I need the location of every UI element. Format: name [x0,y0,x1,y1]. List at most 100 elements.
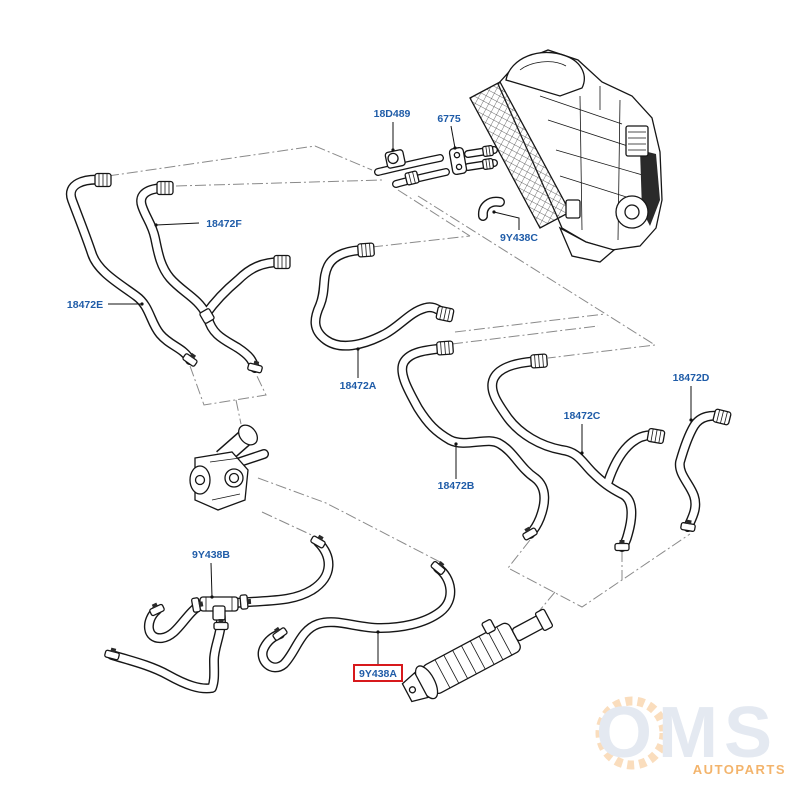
callout-18472a[interactable]: 18472A [340,380,377,392]
clamp-band [239,594,249,610]
hose-clamp [213,619,229,631]
fitting-ribs [98,173,108,187]
fitting-ribs [160,181,170,195]
dashdot-line [454,313,606,333]
hose-clamp [310,534,326,549]
tube-end-fitting [481,157,495,171]
leader-dot [454,442,458,446]
hose-outline [71,180,190,360]
hose-18472a [315,250,446,346]
clamp-band [430,560,446,576]
clamp-tab [524,526,531,533]
thermostat-outlet-bore [228,472,240,484]
dashdot-line [261,511,319,539]
hose-clamp [522,526,538,541]
watermark-brand: OMS [596,693,778,773]
callout-6775[interactable]: 6775 [437,113,461,125]
callout-18472e[interactable]: 18472E [67,299,103,311]
hose-clamps [104,352,696,661]
heater-valve-assembly [378,144,495,185]
hose-clamp [149,602,165,617]
watermark-tagline: AUTOPARTS [693,762,786,777]
hose-fill [483,202,500,216]
thermostat-housing [189,424,264,511]
cooler-component [401,608,554,703]
tee-fitting [199,596,239,621]
hose-18472d [680,416,724,527]
leader-line [493,211,520,230]
leader-dot [376,630,380,634]
gear-icon [595,696,669,770]
leader-dot [140,302,144,306]
hose-clamp [182,352,198,367]
hose-9y438c [483,202,500,216]
callout-9y438c[interactable]: 9Y438C [500,232,538,244]
callout-labels: 18D489 6775 9Y438C 18472F 18472E 18472A … [67,108,710,682]
hose-clamp [191,597,204,613]
fitting-sleeve [481,157,495,171]
leader-line [155,222,200,226]
dashdot-line [175,179,383,187]
hose-end-fitting [530,353,548,369]
hose-clamp [247,360,263,374]
hose-clamp [104,647,120,661]
clamp-tab [218,619,224,623]
assembly-reference-lines [107,145,691,623]
clamp-band [182,353,198,367]
clamp-tab [317,534,324,541]
hose-9y438a [263,568,451,667]
dashdot-line [507,533,691,608]
dashdot-line [189,365,267,406]
hvac-lower-flange [558,226,616,263]
leader-dot [689,418,693,422]
callout-18472f[interactable]: 18472F [206,218,242,230]
fitting-ribs [440,341,450,355]
callout-18472b[interactable]: 18472B [438,480,475,492]
hose-clamp [239,594,252,610]
hvac-heater-unit [469,49,663,263]
callout-9y438a[interactable]: 9Y438A [359,668,397,680]
fitting-ribs [534,354,544,368]
valve-knob [387,152,399,165]
leader-dot [580,451,584,455]
hose-18472e [71,180,190,360]
leader-dot [210,595,214,599]
leader-line [210,562,213,598]
callout-18472c[interactable]: 18472C [564,410,601,422]
hose-end-fitting [712,408,732,426]
callout-18472d[interactable]: 18472D [673,372,710,384]
clamp-band [272,627,288,641]
gasket-hole [455,163,463,171]
cooler-top-port [481,619,496,635]
clamp-tab [198,601,204,607]
hose-end-fitting [646,427,666,445]
dashdot-line [257,477,441,563]
callout-18d489[interactable]: 18D489 [374,108,411,120]
dashdot-line [451,325,599,345]
hvac-detail-lines [519,61,647,241]
hose-18472f [141,188,282,368]
clamp-tab [110,647,117,653]
callout-9y438b[interactable]: 9Y438B [192,549,230,561]
hose-outline [680,416,724,527]
dashdot-line [397,189,471,237]
leader-dot [492,210,496,214]
hose-clamp [430,560,446,576]
blower-motor-hub [624,204,640,220]
leader-dot [391,148,395,152]
thermostat-pipe-flange [237,424,259,446]
thermostat-side-pipe-fill [240,454,264,462]
hose-fill [402,348,544,534]
hvac-vent-slats [628,131,646,151]
fitting-ribs [485,145,491,157]
fitting-ribs [716,409,728,425]
leader-dot [356,347,360,351]
hvac-vent [625,125,649,157]
hose-end-fitting [94,172,112,188]
fitting-ribs [650,428,662,444]
hose-fill [71,180,190,360]
gasket-6775 [448,146,468,176]
tee-ribs [205,597,233,611]
heater-control-valve [384,149,406,169]
